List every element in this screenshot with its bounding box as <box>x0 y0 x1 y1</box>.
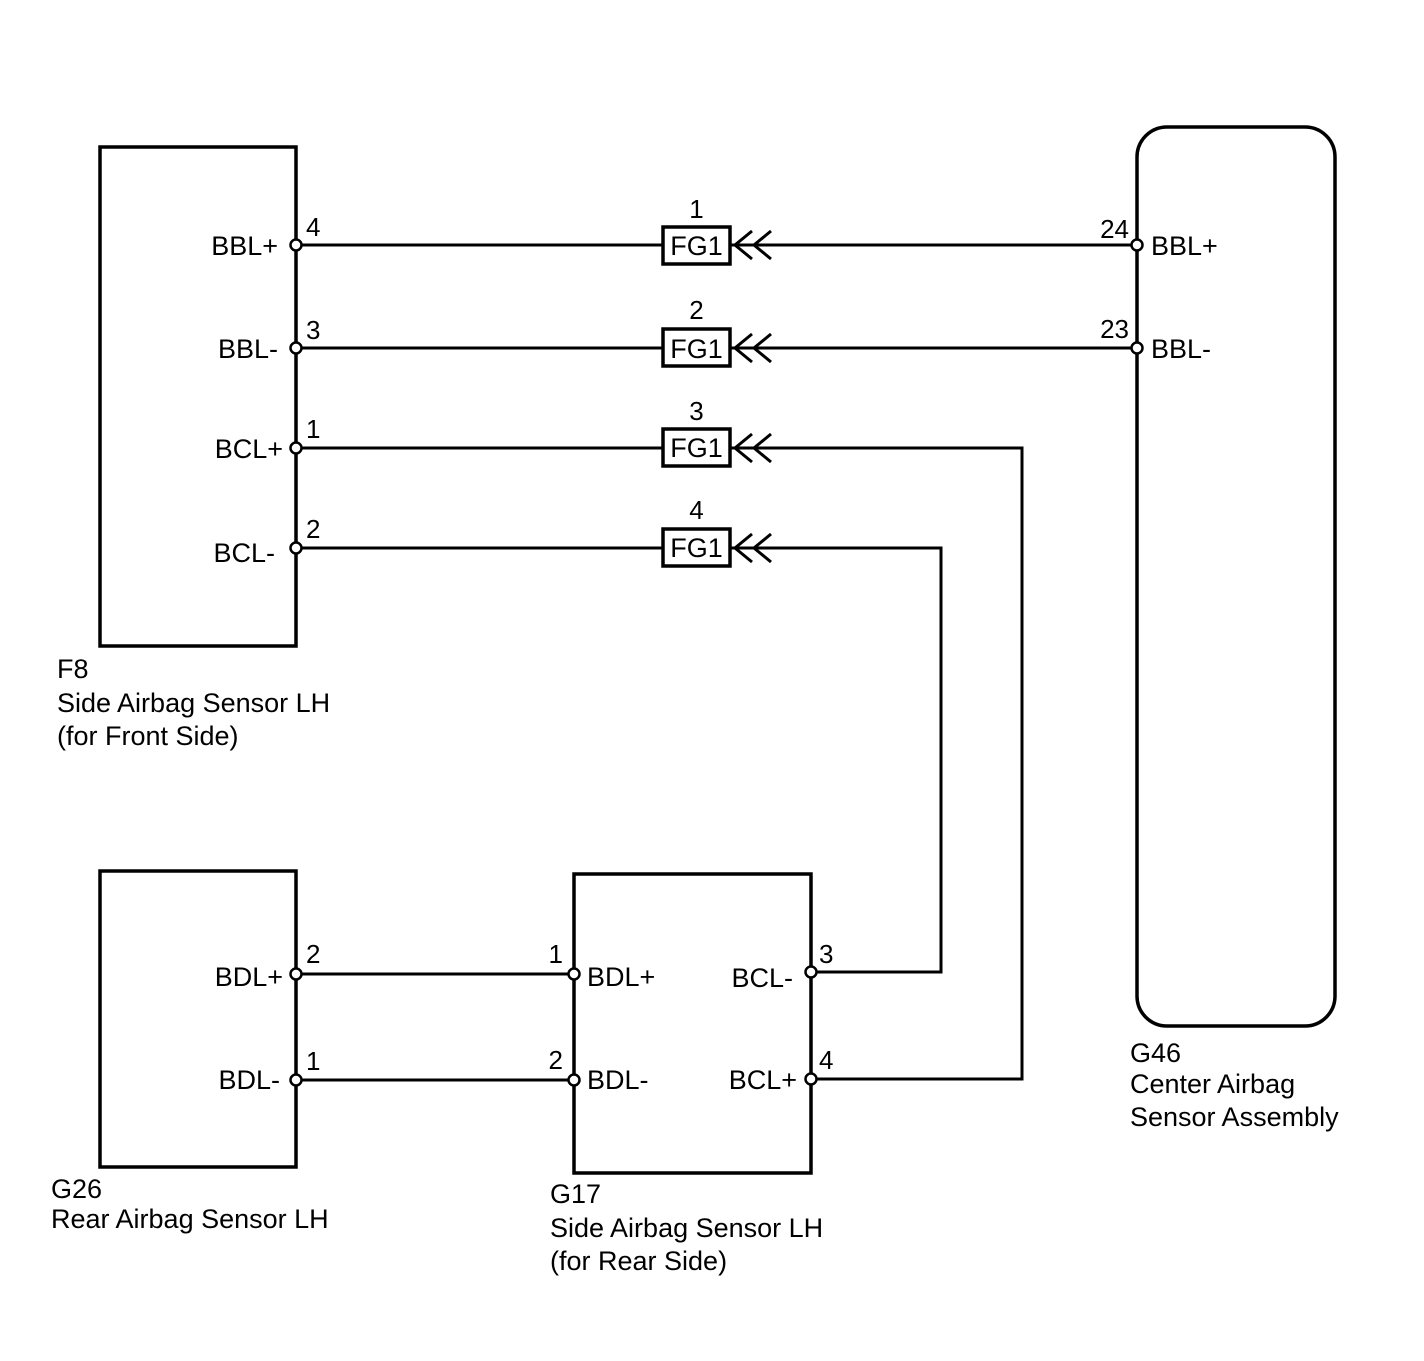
g17-pin-number: 1 <box>549 939 563 969</box>
f8-pin-label: BCL- <box>213 538 275 568</box>
g46-pin-label: BBL+ <box>1151 231 1218 261</box>
chevron-icon <box>751 332 772 364</box>
chevron-icon <box>751 432 772 464</box>
connector-box <box>661 527 732 568</box>
g26-body <box>98 869 298 1169</box>
terminal-icon <box>804 1072 818 1086</box>
g17-body <box>572 872 813 1175</box>
connector-pin-number: 1 <box>689 194 703 224</box>
chevron-icon <box>732 229 753 261</box>
terminal-icon <box>289 441 303 455</box>
connector-name: FG1 <box>670 533 723 563</box>
g26-name: Rear Airbag Sensor LH <box>51 1204 329 1234</box>
g26-pin-label: BDL+ <box>215 962 283 992</box>
g46-name-line2: Sensor Assembly <box>1130 1102 1339 1132</box>
chevron-icon <box>732 332 753 364</box>
connector-fg1: FG1 1 FG1 2 FG1 3 FG1 4 <box>661 194 772 568</box>
g17-pin-number: 3 <box>819 939 833 969</box>
f8-code: F8 <box>57 654 89 684</box>
terminal-icon <box>289 341 303 355</box>
f8-pin-label: BBL+ <box>211 231 278 261</box>
component-g46: BBL+ BBL- 24 23 G46 Center Airbag Sensor… <box>1100 125 1339 1132</box>
terminal-icon <box>289 1073 303 1087</box>
connector-fg1-pin-2: FG1 2 <box>661 295 772 368</box>
component-g17: BDL+ BDL- BCL- BCL+ 1 2 3 4 G17 Side Air… <box>549 872 833 1276</box>
chevron-icon <box>751 532 772 564</box>
g17-pin-number: 4 <box>819 1045 833 1075</box>
connector-fg1-pin-4: FG1 4 <box>661 495 772 568</box>
g26-pin-label: BDL- <box>218 1065 280 1095</box>
component-g26: BDL+ BDL- 2 1 G26 Rear Airbag Sensor LH <box>51 869 329 1234</box>
connector-pin-number: 3 <box>689 396 703 426</box>
connector-fg1-pin-3: FG1 3 <box>661 396 772 468</box>
f8-pin-number: 4 <box>306 212 320 242</box>
f8-pin-number: 2 <box>306 514 320 544</box>
g46-body <box>1135 125 1337 1028</box>
chevron-icon <box>751 229 772 261</box>
terminal-icon <box>289 238 303 252</box>
f8-pin-label: BCL+ <box>215 434 283 464</box>
chevron-icon <box>732 532 753 564</box>
g17-name-line2: (for Rear Side) <box>550 1246 727 1276</box>
g17-name: Side Airbag Sensor LH <box>550 1213 823 1243</box>
wires <box>296 243 1137 1082</box>
g17-pin-label: BDL- <box>587 1065 649 1095</box>
terminal-icon <box>289 541 303 555</box>
chevron-icon <box>732 432 753 464</box>
connector-fg1-pin-1: FG1 1 <box>661 194 772 266</box>
connector-name: FG1 <box>670 334 723 364</box>
terminal-icon <box>567 1073 581 1087</box>
g26-pin-number: 1 <box>306 1046 320 1076</box>
f8-pin-number: 1 <box>306 414 320 444</box>
terminal-icon <box>804 965 818 979</box>
connector-box <box>661 427 732 468</box>
g46-pin-label: BBL- <box>1151 334 1211 364</box>
component-f8: BBL+ BBL- BCL+ BCL- 4 3 1 2 F8 Side Airb… <box>57 145 330 751</box>
g26-pin-number: 2 <box>306 939 320 969</box>
wire-bcl-plus <box>296 446 1024 1081</box>
connector-name: FG1 <box>670 433 723 463</box>
g46-code: G46 <box>1130 1038 1181 1068</box>
f8-body <box>98 145 298 648</box>
g17-pin-label: BCL+ <box>729 1065 797 1095</box>
connector-box <box>661 225 732 266</box>
wire-bcl-minus <box>296 546 943 974</box>
f8-pin-label: BBL- <box>218 334 278 364</box>
f8-name-line2: (for Front Side) <box>57 721 239 751</box>
g17-pin-number: 2 <box>549 1045 563 1075</box>
terminals <box>289 238 1144 1087</box>
connector-pin-number: 4 <box>689 495 703 525</box>
g26-code: G26 <box>51 1174 102 1204</box>
terminal-icon <box>1130 238 1144 252</box>
connector-box <box>661 327 732 368</box>
g17-pin-label: BCL- <box>731 963 793 993</box>
g46-name: Center Airbag <box>1130 1069 1295 1099</box>
terminal-icon <box>567 967 581 981</box>
terminal-icon <box>289 967 303 981</box>
connector-name: FG1 <box>670 231 723 261</box>
f8-name: Side Airbag Sensor LH <box>57 688 330 718</box>
connector-pin-number: 2 <box>689 295 703 325</box>
f8-pin-number: 3 <box>306 315 320 345</box>
g46-pin-number: 23 <box>1100 314 1129 344</box>
g46-pin-number: 24 <box>1100 214 1129 244</box>
terminal-icon <box>1130 341 1144 355</box>
g17-pin-label: BDL+ <box>587 962 655 992</box>
g17-code: G17 <box>550 1179 601 1209</box>
